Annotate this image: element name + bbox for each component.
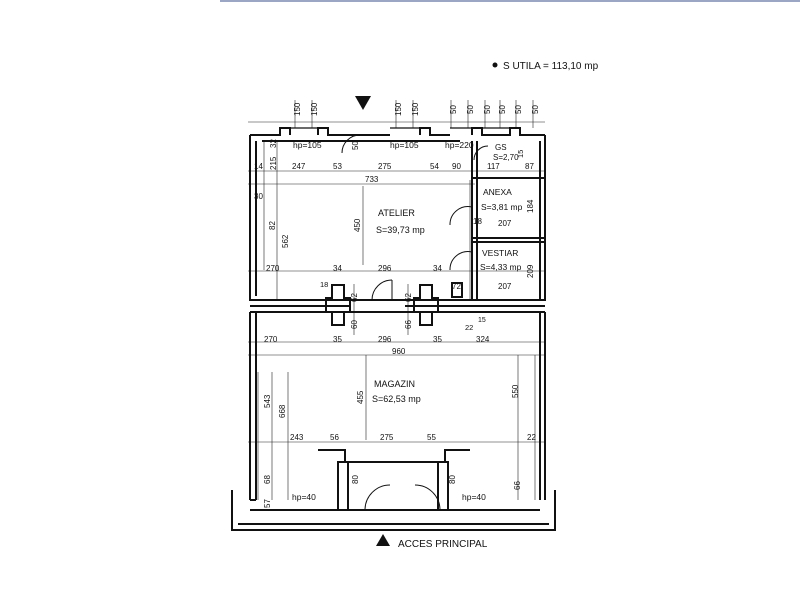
dimension-label: 733 bbox=[365, 175, 379, 184]
opening-hp-3: hp=220 bbox=[445, 140, 474, 150]
entrance-label: ACCES PRINCIPAL bbox=[398, 539, 488, 550]
dimension-label: 57 bbox=[263, 499, 272, 508]
room-vestiar-area: S=4,33 mp bbox=[480, 262, 522, 272]
opening-hp-1: hp=105 bbox=[293, 140, 322, 150]
dimension-label: 275 bbox=[380, 433, 394, 442]
dimension-label: 960 bbox=[392, 347, 406, 356]
walls bbox=[231, 127, 556, 531]
dimension-label: 50 bbox=[514, 105, 523, 114]
dimension-label: 62 bbox=[350, 293, 359, 302]
dimension-label: 50 bbox=[531, 105, 540, 114]
dimension-label: 54 bbox=[430, 162, 439, 171]
dimension-label: 50 bbox=[498, 105, 507, 114]
dimension-label: 243 bbox=[290, 433, 304, 442]
dimension-label: 87 bbox=[525, 162, 534, 171]
dimension-label: 207 bbox=[498, 282, 512, 291]
dimension-label: 562 bbox=[281, 234, 290, 248]
dimension-label: 68 bbox=[263, 475, 272, 484]
opening-hp-5: hp=40 bbox=[462, 492, 486, 502]
dimension-label: 34 bbox=[333, 264, 342, 273]
dimension-label: 15 bbox=[516, 150, 525, 158]
dimension-label: 50 bbox=[351, 141, 360, 150]
dimension-label: 296 bbox=[378, 335, 392, 344]
room-atelier-name: ATELIER bbox=[378, 208, 415, 218]
dimension-label: 30 bbox=[254, 192, 263, 201]
dimension-label: 90 bbox=[452, 162, 461, 171]
dimension-label: 270 bbox=[266, 264, 280, 273]
room-magazin-area: S=62,53 mp bbox=[372, 394, 421, 404]
room-atelier-area: S=39,73 mp bbox=[376, 225, 425, 235]
dimension-label: 50 bbox=[466, 105, 475, 114]
room-anexa-name: ANEXA bbox=[483, 187, 512, 197]
dimension-label: 35 bbox=[333, 335, 342, 344]
dimension-label: 55 bbox=[427, 433, 436, 442]
dimension-label: 82 bbox=[268, 221, 277, 230]
dimension-label: 35 bbox=[433, 335, 442, 344]
dimension-label: 215 bbox=[269, 156, 278, 170]
dimension-label: 53 bbox=[333, 162, 342, 171]
dimension-label: 32 bbox=[269, 139, 278, 148]
dimension-label: 550 bbox=[511, 384, 520, 398]
dimension-label: 117 bbox=[487, 162, 500, 171]
dimension-label: 56 bbox=[330, 433, 339, 442]
opening-hp-2: hp=105 bbox=[390, 140, 419, 150]
dimension-label: 14 bbox=[254, 162, 263, 171]
labels: S UTILA = 113,10 mp ACCES PRINCIPAL ATEL… bbox=[254, 61, 599, 550]
dimension-label: 62 bbox=[404, 293, 413, 302]
dimension-label: 34 bbox=[433, 264, 442, 273]
door-swings bbox=[341, 134, 489, 511]
bullet-icon bbox=[492, 62, 498, 68]
dimension-label: 296 bbox=[378, 264, 392, 273]
dimension-label: 60 bbox=[350, 320, 359, 329]
room-gs-name: GS bbox=[495, 143, 507, 152]
dimension-label: 450 bbox=[353, 218, 362, 232]
dimension-label: 150 bbox=[293, 102, 302, 116]
dimension-lines bbox=[248, 100, 545, 500]
dimension-label: 270 bbox=[264, 335, 278, 344]
room-gs-area: S=2,70 bbox=[493, 153, 519, 162]
floor-plan: S UTILA = 113,10 mp ACCES PRINCIPAL ATEL… bbox=[231, 61, 599, 550]
dimension-label: 18 bbox=[320, 280, 328, 289]
dimension-label: 66 bbox=[404, 320, 413, 329]
dimension-label: 184 bbox=[526, 199, 535, 213]
dimension-label: 15 bbox=[478, 317, 486, 324]
dimension-label: 150 bbox=[394, 102, 403, 116]
dimension-label: 80 bbox=[448, 475, 457, 484]
bottom-band bbox=[0, 556, 800, 600]
dimension-label: 18 bbox=[473, 217, 482, 226]
dimension-label: 50 bbox=[449, 105, 458, 114]
dimension-label: 50 bbox=[483, 105, 492, 114]
dimension-label: 207 bbox=[498, 219, 512, 228]
opening-hp-4: hp=40 bbox=[292, 492, 316, 502]
north-arrow-icon bbox=[355, 96, 371, 110]
dimension-label: 668 bbox=[278, 404, 287, 418]
dimension-label: 150 bbox=[310, 102, 319, 116]
dimension-label: 22 bbox=[527, 433, 536, 442]
room-vestiar-name: VESTIAR bbox=[482, 248, 518, 258]
dimension-label: 22 bbox=[465, 323, 473, 332]
dimension-label: 455 bbox=[356, 390, 365, 404]
dimension-label: 324 bbox=[476, 335, 490, 344]
dimension-label: 275 bbox=[378, 162, 392, 171]
dimension-label: 66 bbox=[513, 481, 522, 490]
total-area-label: S UTILA = 113,10 mp bbox=[503, 61, 599, 72]
dimension-label: 150 bbox=[411, 102, 420, 116]
dimension-label: 247 bbox=[292, 162, 306, 171]
room-anexa-area: S=3,81 mp bbox=[481, 202, 523, 212]
dimension-label: 209 bbox=[526, 264, 535, 278]
entrance-arrow-icon bbox=[376, 534, 390, 546]
room-magazin-name: MAGAZIN bbox=[374, 379, 415, 389]
dimension-label: 543 bbox=[263, 394, 272, 408]
dimension-label: 80 bbox=[351, 475, 360, 484]
top-accent-line bbox=[220, 0, 800, 2]
dimension-label: 72 bbox=[452, 282, 461, 291]
